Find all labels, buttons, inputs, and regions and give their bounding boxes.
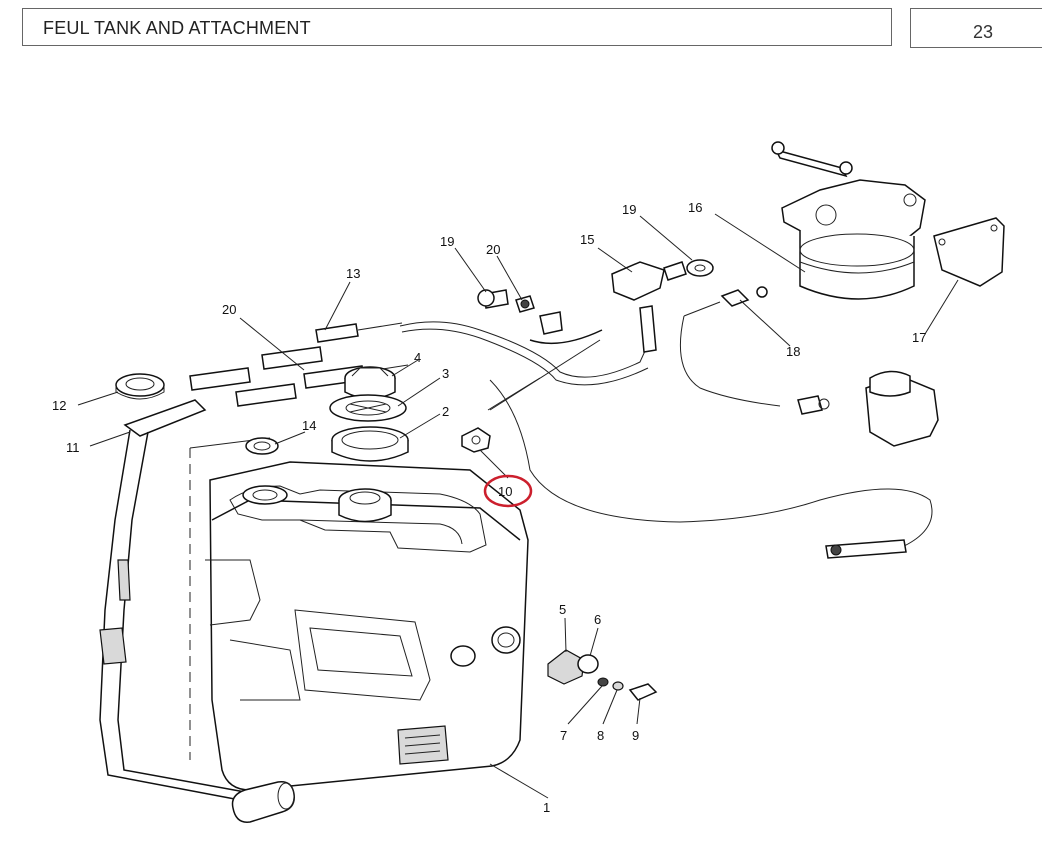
fuel-lines — [399, 301, 933, 549]
callout-2: 2 — [442, 404, 449, 419]
callout-13: 13 — [346, 266, 360, 281]
callout-19-right: 19 — [622, 202, 636, 217]
callout-9: 9 — [632, 728, 639, 743]
callout-3: 3 — [442, 366, 449, 381]
title-box: FEUL TANK AND ATTACHMENT — [22, 8, 892, 46]
level-sender-assembly — [99, 399, 295, 823]
banjo-fittings — [477, 259, 768, 353]
plate-17 — [933, 217, 1005, 287]
callout-18: 18 — [786, 344, 800, 359]
fuel-tank — [189, 437, 529, 791]
callout-16: 16 — [688, 200, 702, 215]
callout-15: 15 — [580, 232, 594, 247]
callout-14: 14 — [302, 418, 316, 433]
highlight-circle — [483, 474, 533, 508]
callout-19-left: 19 — [440, 234, 454, 249]
callout-1: 1 — [543, 800, 550, 815]
sleeves-and-rod — [189, 322, 409, 407]
page-number-box: 23 — [910, 8, 1042, 48]
drain-assembly — [547, 649, 658, 701]
pipe-end — [825, 539, 907, 559]
filler-cap-4 — [344, 366, 396, 400]
callout-20-right: 20 — [486, 242, 500, 257]
lift-pump — [797, 370, 939, 447]
callout-5: 5 — [559, 602, 566, 617]
callout-11: 11 — [66, 440, 80, 455]
callout-20-left: 20 — [222, 302, 236, 317]
leader-lines — [77, 213, 959, 799]
callout-10: 10 — [498, 484, 512, 499]
callout-4: 4 — [414, 350, 421, 365]
callout-labels: 1 2 3 4 5 6 7 8 9 10 11 12 13 14 15 16 1… — [52, 200, 926, 815]
callout-17: 17 — [912, 330, 926, 345]
ring-12 — [115, 373, 165, 400]
page-number: 23 — [973, 22, 994, 42]
ring-2 — [331, 426, 409, 462]
callout-8: 8 — [597, 728, 604, 743]
seal-3 — [329, 394, 407, 422]
ring-14 — [245, 437, 279, 455]
callout-6: 6 — [594, 612, 601, 627]
page-title: FEUL TANK AND ATTACHMENT — [43, 18, 311, 38]
callout-12: 12 — [52, 398, 66, 413]
clamp-10 — [461, 427, 491, 453]
callout-7: 7 — [560, 728, 567, 743]
filter-assembly-16 — [771, 141, 926, 300]
